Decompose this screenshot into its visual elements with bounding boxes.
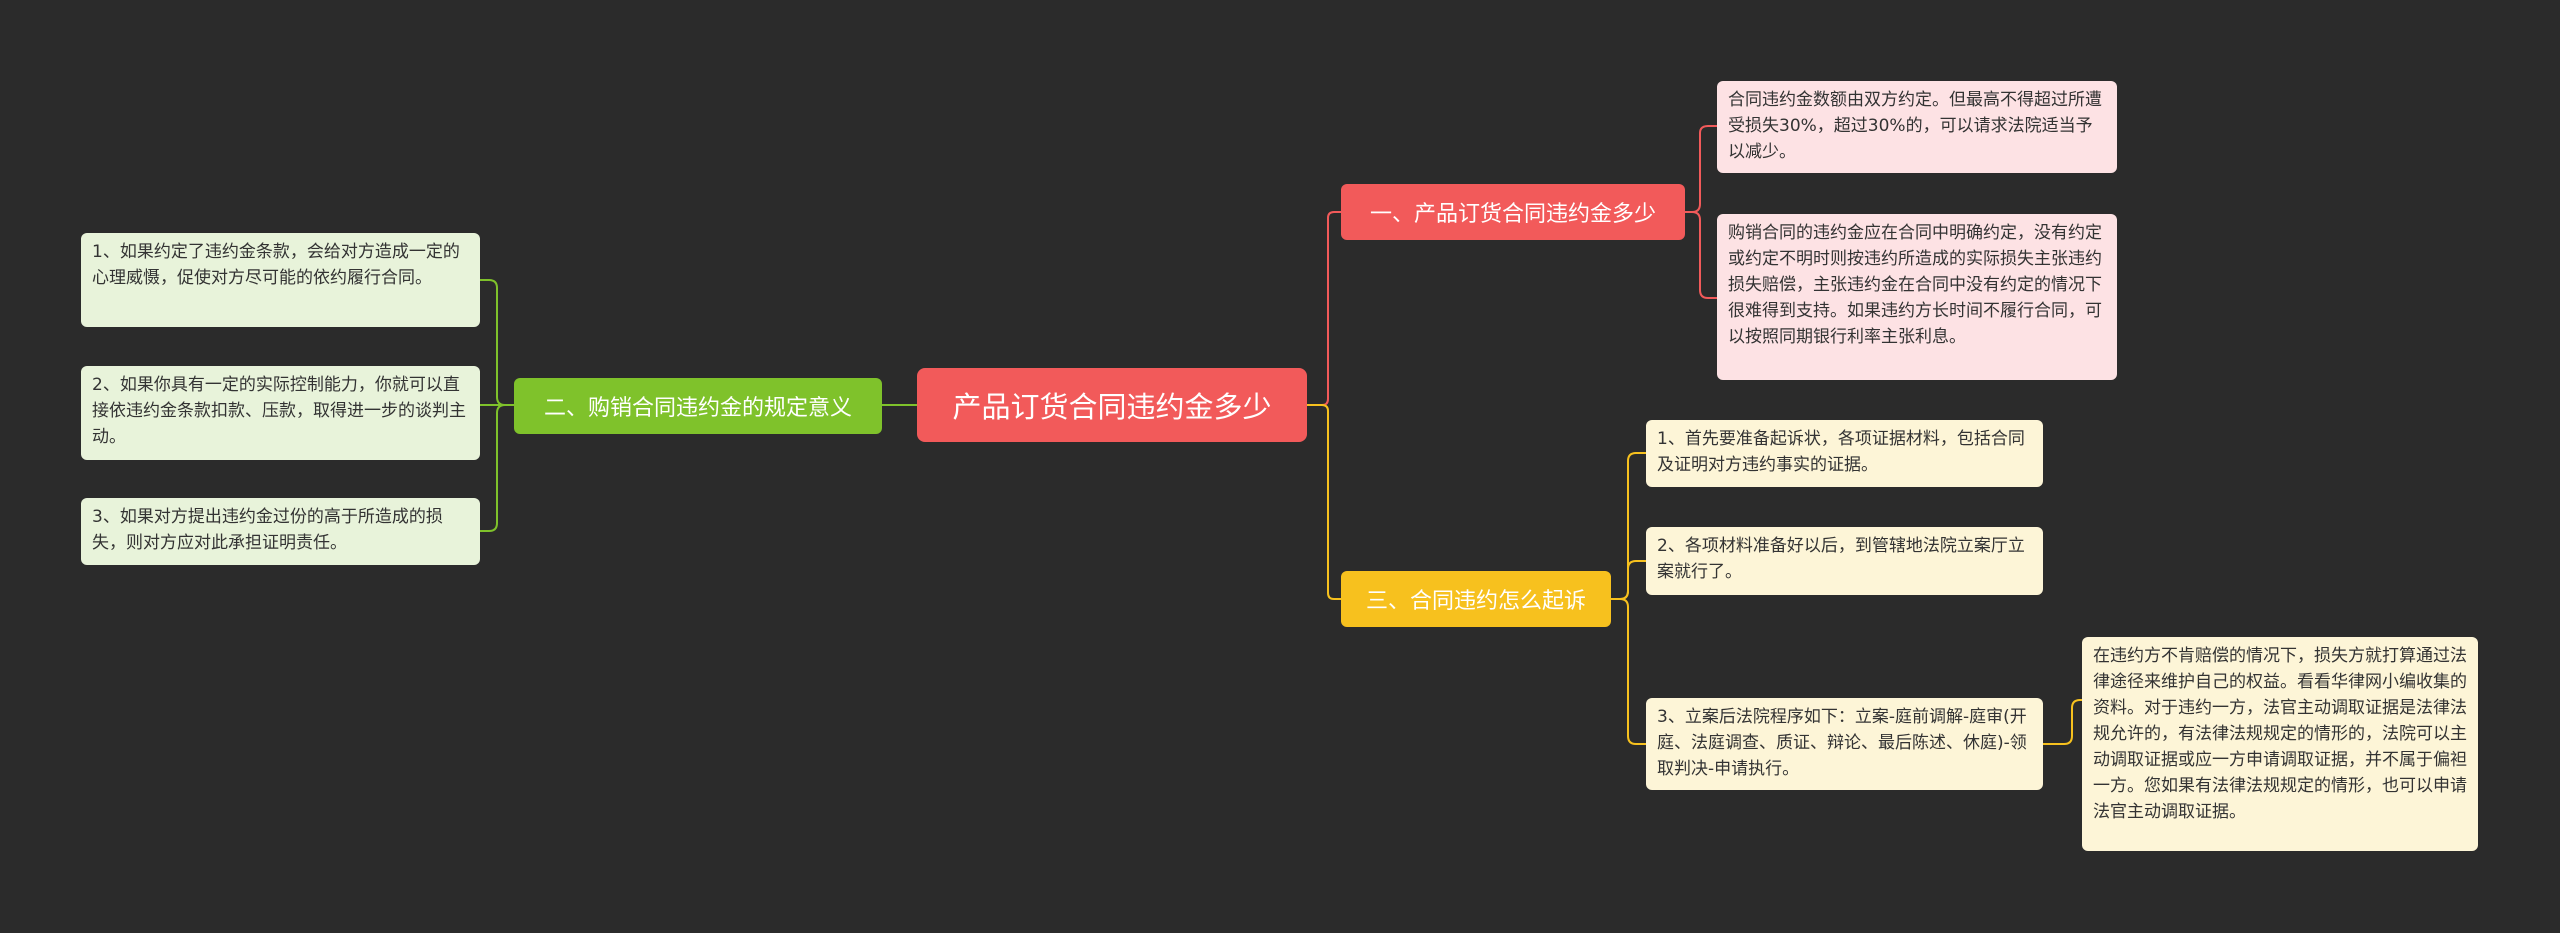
branch-2-note-1[interactable]: 1、如果约定了违约金条款，会给对方造成一定的心理威慑，促使对方尽可能的依约履行合… <box>81 233 480 327</box>
branch-1-note-2[interactable]: 购销合同的违约金应在合同中明确约定，没有约定或约定不明时则按违约所造成的实际损失… <box>1717 214 2117 380</box>
branch-3-note-2[interactable]: 2、各项材料准备好以后，到管辖地法院立案厅立案就行了。 <box>1646 527 2043 595</box>
branch-3-subnote[interactable]: 在违约方不肯赔偿的情况下，损失方就打算通过法律途径来维护自己的权益。看看华律网小… <box>2082 637 2478 851</box>
branch-2-topic[interactable]: 二、购销合同违约金的规定意义 <box>514 378 882 434</box>
branch-1-note-1[interactable]: 合同违约金数额由双方约定。但最高不得超过所遭受损失30%，超过30%的，可以请求… <box>1717 81 2117 173</box>
branch-2-note-3[interactable]: 3、如果对方提出违约金过份的高于所造成的损失，则对方应对此承担证明责任。 <box>81 498 480 565</box>
branch-3-note-1[interactable]: 1、首先要准备起诉状，各项证据材料，包括合同及证明对方违约事实的证据。 <box>1646 420 2043 487</box>
branch-3-topic[interactable]: 三、合同违约怎么起诉 <box>1341 571 1611 627</box>
branch-1-topic[interactable]: 一、产品订货合同违约金多少 <box>1341 184 1685 240</box>
root-topic[interactable]: 产品订货合同违约金多少 <box>917 368 1307 442</box>
branch-2-note-2[interactable]: 2、如果你具有一定的实际控制能力，你就可以直接依违约金条款扣款、压款，取得进一步… <box>81 366 480 460</box>
branch-3-note-3[interactable]: 3、立案后法院程序如下：立案-庭前调解-庭审(开庭、法庭调查、质证、辩论、最后陈… <box>1646 698 2043 790</box>
